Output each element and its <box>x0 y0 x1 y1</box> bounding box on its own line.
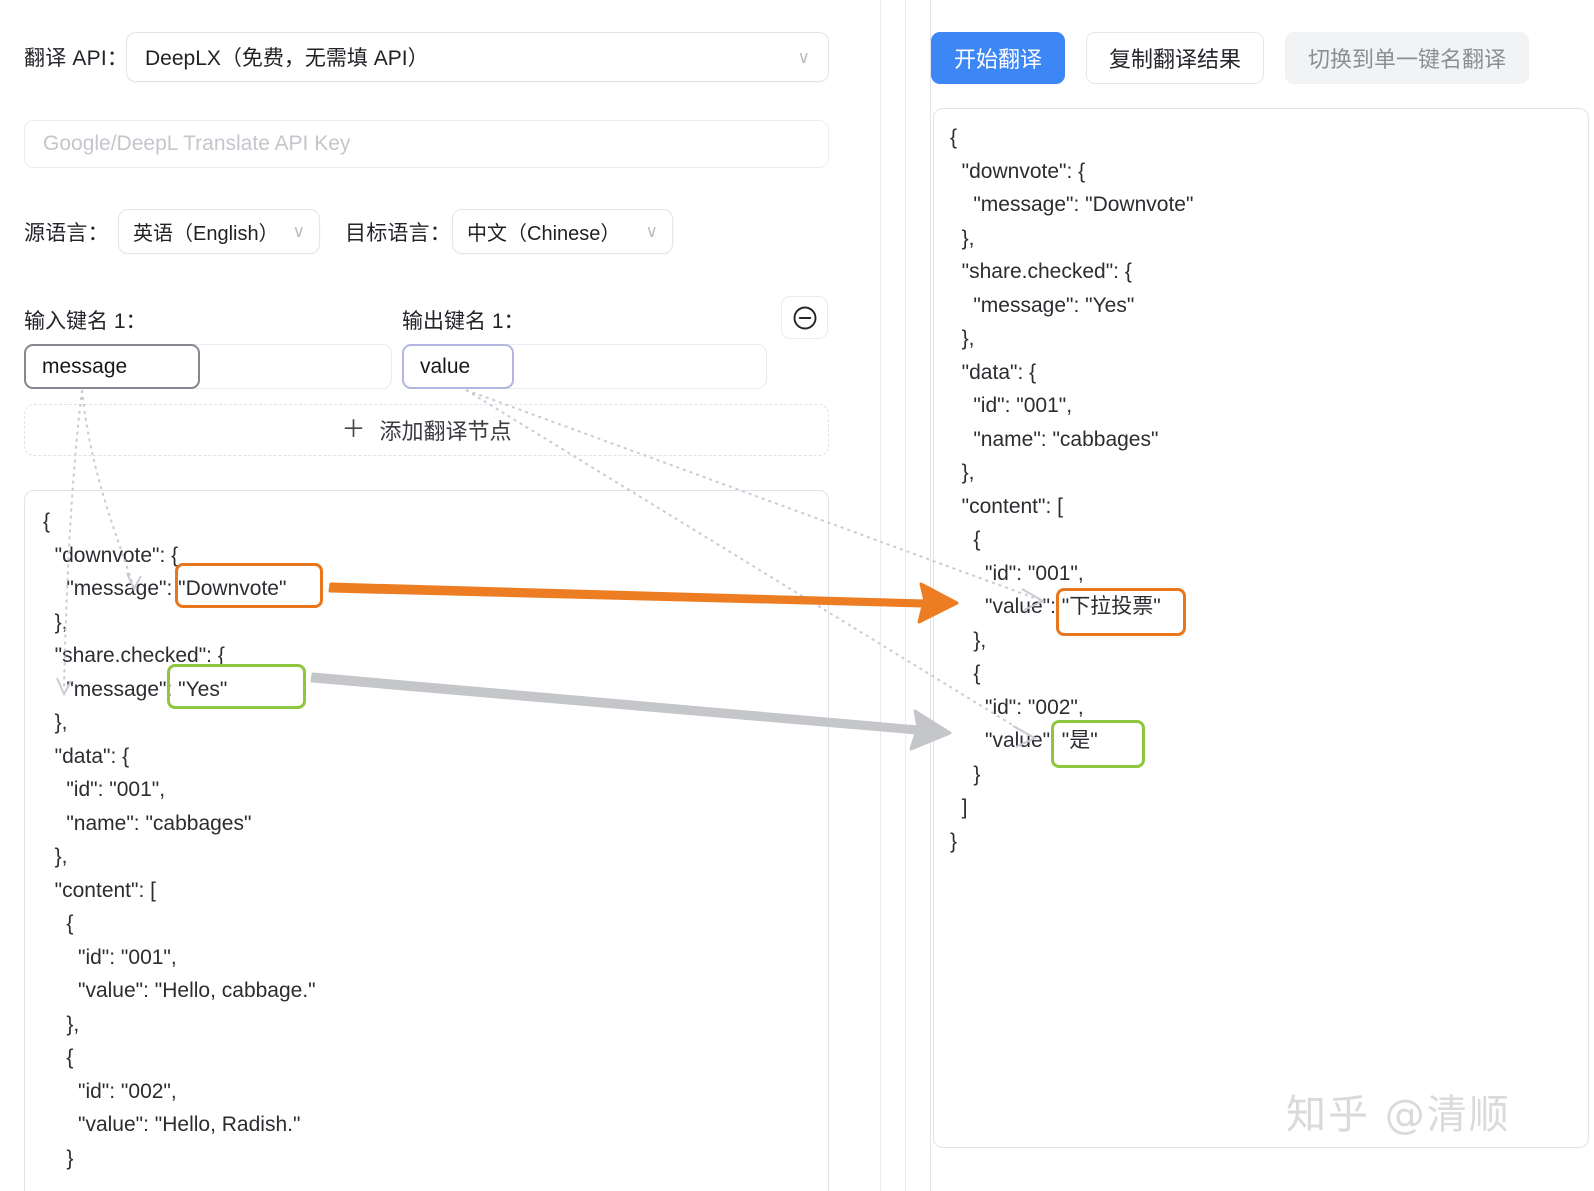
target-lang-label: 目标语言： <box>345 221 451 245</box>
start-translate-button[interactable]: 开始翻译 <box>931 32 1066 84</box>
add-translate-node-label: 添加翻译节点 <box>379 419 512 444</box>
translate-api-select[interactable]: DeepLX（免费，无需填 API） ∨ <box>126 32 829 82</box>
chevron-down-icon: ∨ <box>292 222 305 241</box>
target-language-value: 中文（Chinese） <box>467 223 621 245</box>
panel-divider-2 <box>905 0 906 1191</box>
chevron-down-icon: ∨ <box>797 47 810 67</box>
plus-icon: ＋ <box>341 416 366 443</box>
copy-result-button[interactable]: 复制翻译结果 <box>1086 32 1265 84</box>
output-key-label: 输出键名 1： <box>402 310 525 333</box>
panel-divider-3 <box>930 0 931 1191</box>
source-lang-label: 源语言： <box>24 221 109 245</box>
output-key-value: value <box>420 354 471 378</box>
remove-node-button[interactable] <box>781 296 828 339</box>
input-key-label: 输入键名 1： <box>24 310 147 333</box>
source-language-select[interactable]: 英语（English） ∨ <box>118 209 320 254</box>
chevron-down-icon: ∨ <box>645 222 658 241</box>
source-json-textarea[interactable]: { "downvote": { "message": "Downvote" },… <box>24 490 829 1191</box>
translate-api-value: DeepLX（免费，无需填 API） <box>145 47 429 70</box>
api-key-placeholder: Google/DeepL Translate API Key <box>43 132 351 155</box>
output-key-input[interactable]: value <box>402 344 514 389</box>
add-translate-node-button[interactable]: ＋ 添加翻译节点 <box>24 404 829 456</box>
input-key-input[interactable]: message <box>24 344 200 389</box>
panel-divider-1 <box>880 0 881 1191</box>
api-label: 翻译 API： <box>24 47 129 70</box>
result-json-textarea[interactable]: { "downvote": { "message": "Downvote" },… <box>933 108 1589 1148</box>
input-key-value: message <box>42 354 128 378</box>
source-json-content: { "downvote": { "message": "Downvote" },… <box>43 510 316 1170</box>
source-language-value: 英语（English） <box>133 223 279 245</box>
watermark: 知乎 @清顺 <box>1286 1092 1511 1138</box>
left-config-panel: 翻译 API： DeepLX（免费，无需填 API） ∨ Google/Deep… <box>24 32 829 1191</box>
source-lang-row: 源语言： <box>24 209 109 254</box>
minus-circle-icon <box>792 305 818 331</box>
target-lang-row: 目标语言： <box>345 209 451 254</box>
right-panel-toolbar: 开始翻译 复制翻译结果 切换到单一键名翻译 <box>931 32 1530 84</box>
api-key-input[interactable]: Google/DeepL Translate API Key <box>24 120 829 168</box>
result-json-content: { "downvote": { "message": "Downvote" },… <box>950 126 1194 853</box>
target-language-select[interactable]: 中文（Chinese） ∨ <box>452 209 673 254</box>
switch-single-key-mode-button[interactable]: 切换到单一键名翻译 <box>1285 32 1530 84</box>
api-row: 翻译 API： <box>24 32 128 82</box>
